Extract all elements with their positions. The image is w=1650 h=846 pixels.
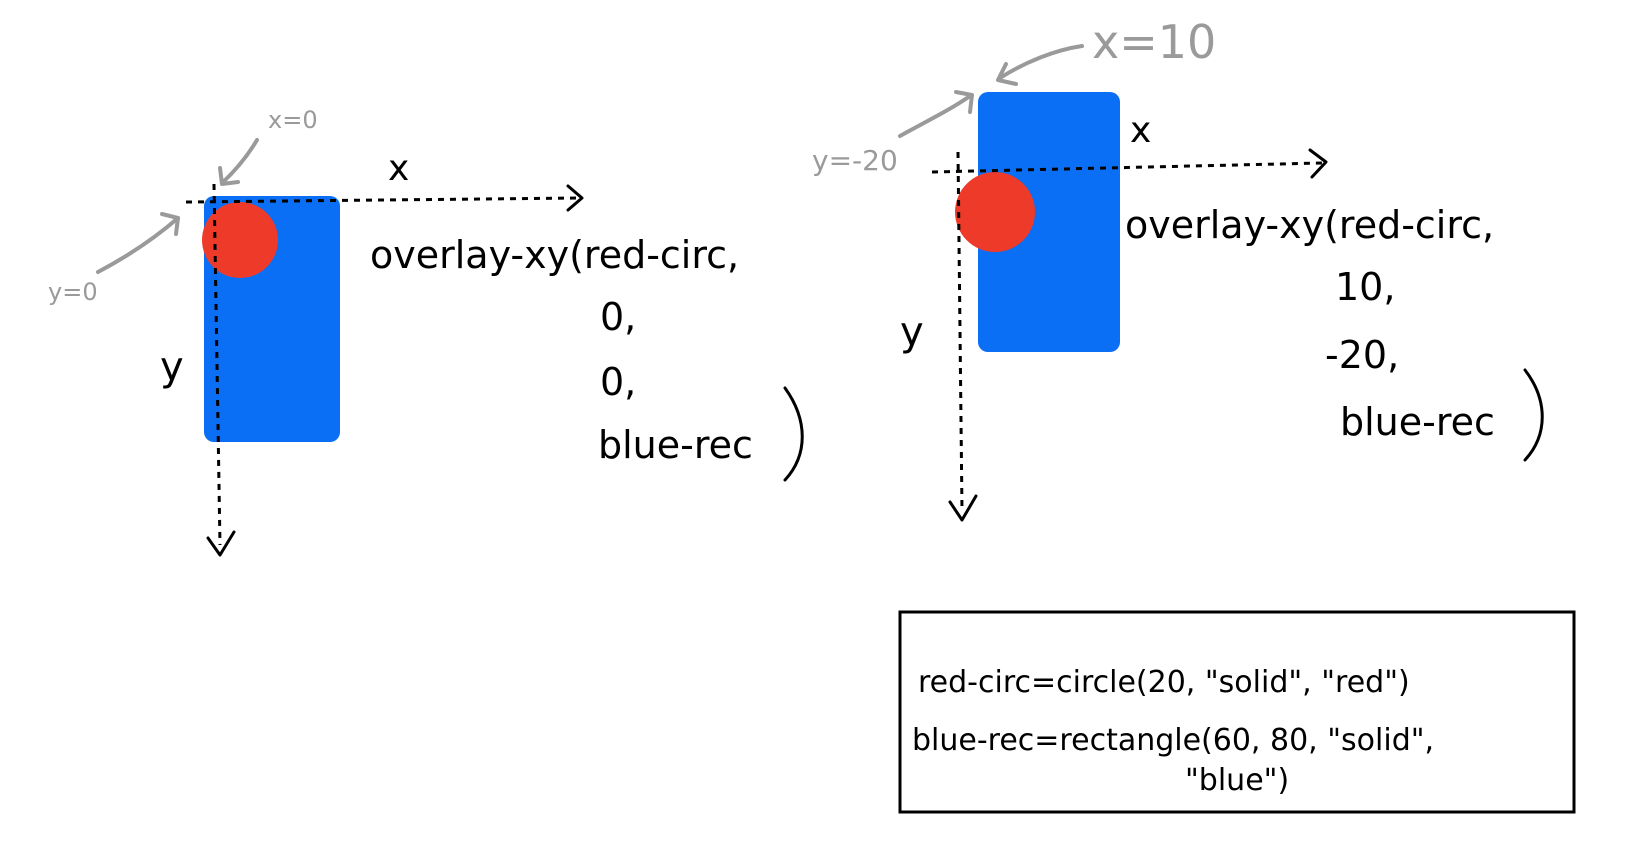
left-x-note-arrowhead — [218, 166, 240, 186]
right-x-axis — [931, 161, 1323, 174]
left-code-arg-x: 0, — [600, 295, 636, 339]
left-x-axis-label: x — [388, 148, 409, 189]
left-code-closing-paren — [783, 386, 804, 482]
right-x-note-arrowhead — [996, 62, 1018, 86]
right-code-call: overlay-xy(red-circ, — [1125, 203, 1494, 247]
right-y-note: y=-20 — [812, 144, 898, 177]
left-x-axis — [185, 196, 581, 204]
definition-blue-rec-color: "blue") — [1185, 763, 1289, 798]
right-code-arg-y: -20, — [1325, 333, 1399, 377]
left-red-circle — [202, 202, 278, 278]
right-red-circle — [955, 172, 1035, 252]
right-x-axis-label: x — [1130, 110, 1151, 151]
right-x-note: x=10 — [1092, 15, 1216, 69]
left-y-axis-arrowhead — [206, 530, 236, 557]
right-y-axis-label: y — [900, 309, 924, 355]
left-code-arg-base: blue-rec — [598, 423, 753, 467]
right-panel: x y x=10 y=-20 overlay-xy(red-circ, 10, … — [812, 15, 1544, 522]
left-code-call: overlay-xy(red-circ, — [370, 233, 739, 277]
right-y-note-arrow — [898, 94, 972, 138]
left-y-axis — [212, 183, 222, 546]
right-code-arg-x: 10, — [1335, 265, 1395, 309]
left-y-note-arrow — [96, 216, 180, 274]
left-code-arg-y: 0, — [600, 360, 636, 404]
left-x-note-arrow — [220, 138, 259, 185]
left-x-axis-arrowhead — [566, 184, 584, 212]
definition-blue-rec: blue-rec=rectangle(60, 80, "solid", — [912, 723, 1434, 758]
left-x-note: x=0 — [268, 106, 318, 134]
right-code-arg-base: blue-rec — [1340, 400, 1495, 444]
right-code-closing-paren — [1523, 368, 1544, 462]
right-blue-rectangle — [978, 92, 1120, 352]
left-panel: x y x=0 y=0 overlay-xy(red-circ, 0, 0, b… — [48, 106, 804, 557]
definitions-box-border — [898, 610, 1576, 814]
definition-red-circ: red-circ=circle(20, "solid", "red") — [918, 665, 1410, 700]
right-y-axis-arrowhead — [948, 494, 978, 522]
right-y-note-arrowhead — [954, 90, 974, 114]
left-y-note: y=0 — [48, 278, 98, 306]
left-y-note-arrowhead — [160, 212, 180, 236]
definitions-box: red-circ=circle(20, "solid", "red") blue… — [898, 610, 1576, 814]
left-y-axis-label: y — [160, 344, 184, 390]
right-x-note-arrow — [998, 44, 1084, 80]
right-x-axis-arrowhead — [1308, 148, 1328, 179]
